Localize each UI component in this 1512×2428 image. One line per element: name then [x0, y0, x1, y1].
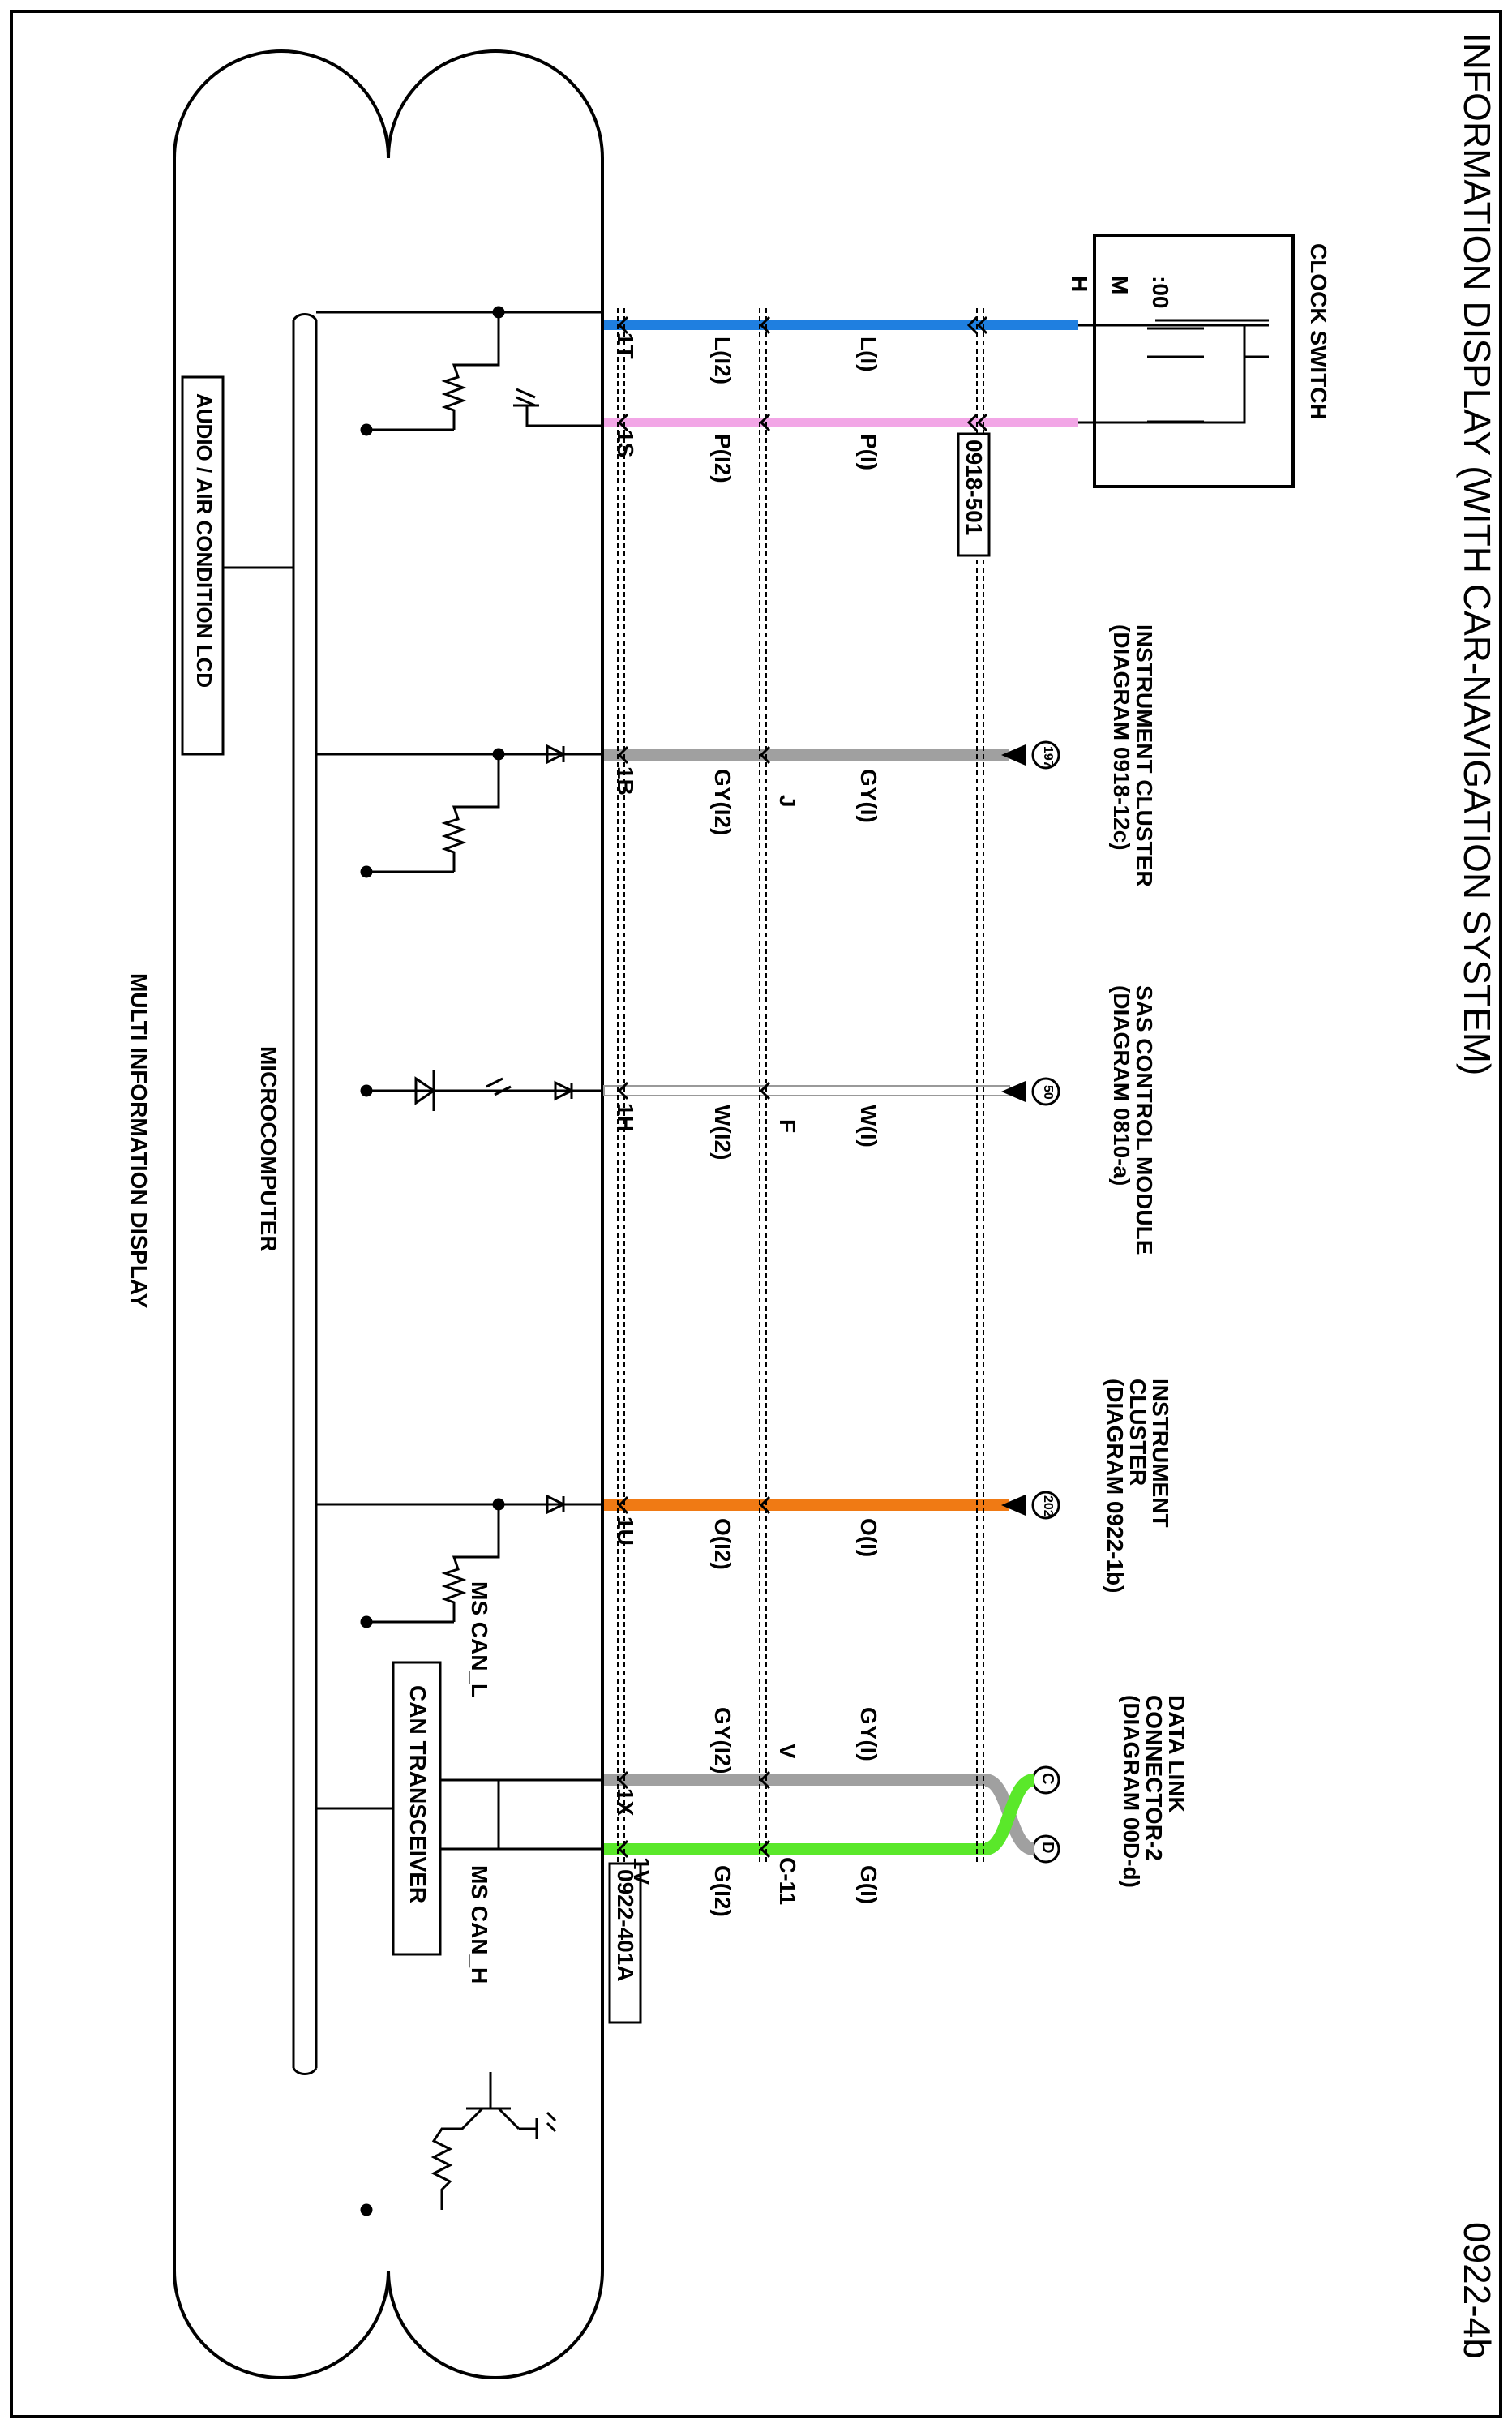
connector-main-label: 0922-401A [613, 1869, 638, 1982]
wire-code: G(I2) [710, 1865, 735, 1917]
terminal-1U: 1U [613, 1516, 638, 1546]
destination-arrows [1001, 744, 1026, 1516]
module-outline [61, 0, 604, 211]
terminal-1X: 1X [613, 1788, 638, 1817]
connector-v-label: V [775, 1744, 800, 1759]
terminal-1V: 1V [629, 1857, 654, 1885]
page-id: 0922-4b [1456, 2222, 1498, 2359]
circle-number: 50 [1041, 1085, 1055, 1100]
wire-code: O(I2) [710, 1518, 735, 1570]
page-title: INFORMATION DISPLAY (WITH CAR-NAVIGATION… [1456, 32, 1498, 1076]
module-name: MULTI INFORMATION DISPLAY [126, 973, 152, 1309]
wire-code: GY(I2) [710, 769, 735, 836]
wire-code: O(I) [856, 1518, 881, 1558]
connector-clock-label: 0918-501 [962, 440, 987, 536]
circle-c: C [1039, 1773, 1056, 1785]
wire-bundle [603, 320, 1078, 1855]
wire-code: GY(I2) [710, 1707, 735, 1774]
can-h-label: MS CAN_H [467, 1865, 492, 1984]
wire-code: P(I2) [710, 434, 735, 483]
twisted-pair-g [983, 1774, 1035, 1855]
microcomputer-bus [292, 320, 318, 2068]
connector-j-label: J [775, 795, 800, 808]
clock-switch-ladder [1147, 319, 1269, 423]
can-transceiver-label: CAN TRANSCEIVER [405, 1685, 430, 1904]
connector-f-label: F [775, 1119, 800, 1134]
clock-switch-label: CLOCK SWITCH [1306, 243, 1331, 420]
wire-code: GY(I) [856, 769, 881, 823]
connector-c11-label: C-11 [775, 1857, 800, 1906]
audio-lcd-label: AUDIO / AIR CONDITION LCD [192, 393, 216, 689]
switch-m-label: M [1107, 276, 1133, 295]
circle-number: 202 [1041, 1495, 1055, 1517]
module-left-cap [173, 49, 604, 159]
clock-switch-box [1093, 234, 1295, 488]
wire-code: W(I) [856, 1105, 881, 1148]
connector-chevrons [617, 315, 988, 1859]
destination-circles [1031, 740, 1060, 1864]
destination-label: SAS CONTROL MODULE (DIAGRAM 0810-a) [1109, 985, 1157, 1255]
wire-code: L(I2) [710, 337, 735, 385]
destination-label: INSTRUMENT CLUSTER (DIAGRAM 0918-12c) [1109, 624, 1157, 887]
wire-code: GY(I) [856, 1707, 881, 1761]
circle-d: D [1039, 1842, 1056, 1854]
wire-code: G(I) [856, 1865, 881, 1905]
wire-code: W(I2) [710, 1105, 735, 1160]
switch-00-label: :00 [1148, 276, 1173, 309]
can-l-label: MS CAN_L [467, 1581, 492, 1698]
audio-lcd-box [181, 375, 225, 756]
terminal-1H: 1H [613, 1103, 638, 1132]
circle-number: 197 [1041, 746, 1055, 768]
wire-code: L(I) [856, 337, 881, 372]
switch-h-label: H [1067, 276, 1092, 293]
terminal-1B: 1B [613, 766, 638, 796]
destination-label: DATA LINK CONNECTOR-2 (DIAGRAM 00D-d) [1119, 1695, 1189, 1888]
destination-label: INSTRUMENT CLUSTER (DIAGRAM 0922-1b) [1103, 1379, 1173, 1594]
page-border [10, 10, 1502, 2418]
microcomputer-label: MICROCOMPUTER [256, 1046, 281, 1252]
wire-code: P(I) [856, 434, 881, 471]
terminal-1S: 1S [613, 430, 638, 458]
terminal-1T: 1T [613, 332, 638, 359]
module-right-cap [173, 2270, 604, 2379]
